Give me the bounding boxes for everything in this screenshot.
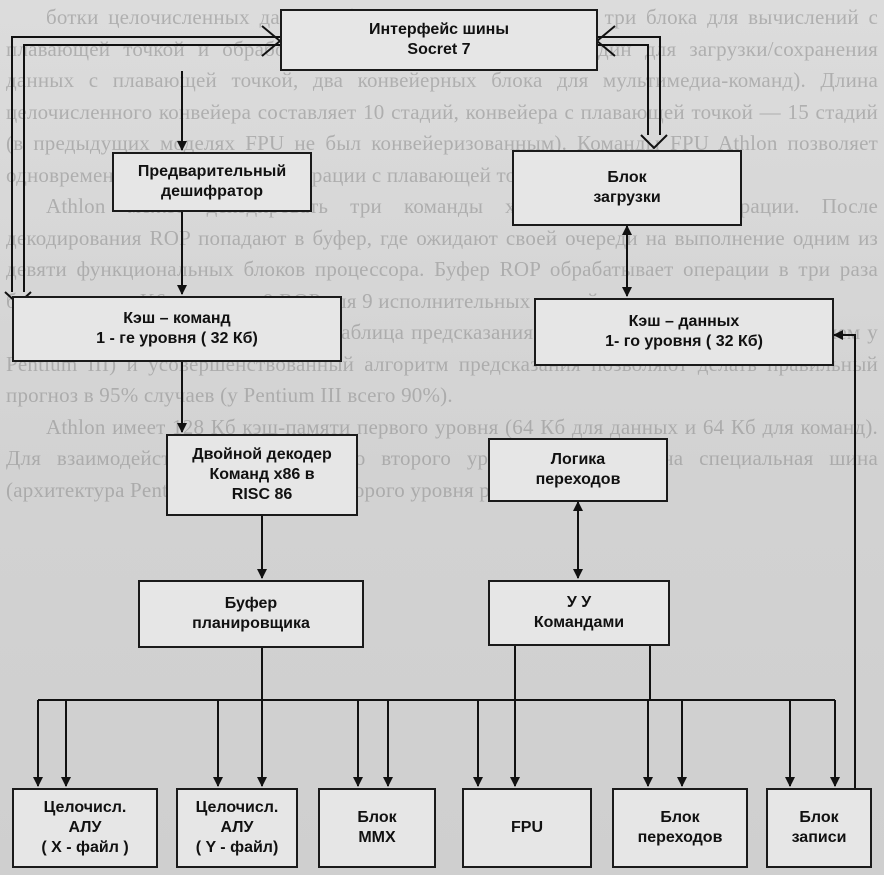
branch-unit-box: Блок переходов [612,788,748,868]
mmx-label: Блок MMX [357,809,397,846]
branch-logic-box: Логика переходов [488,438,668,502]
load-unit-label: Блок загрузки [593,169,661,206]
socket7-interface-label: Интерфейс шины Socret 7 [368,21,510,58]
alu-y-label: Целочисл. АЛУ ( Y - файл) [195,799,279,856]
branch-unit-label: Блок переходов [637,809,723,846]
dual-decoder-label: Двойной декодер Команд x86 в RISC 86 [192,446,332,503]
scheduler-buffer-box: Буфер планировщика [138,580,364,648]
predecoder-box: Предварительный дешифратор [112,152,312,212]
control-unit-box: У У Командами [488,580,670,646]
alu-x-label: Целочисл. АЛУ ( X - файл ) [41,799,129,856]
store-unit-label: Блок записи [791,809,847,846]
fpu-label: FPU [511,819,543,836]
dcache-label: Кэш – данных 1- го уровня ( 32 Кб) [605,313,763,350]
predecoder-label: Предварительный дешифратор [137,163,287,200]
socket7-interface-box: Интерфейс шины Socret 7 [280,9,598,71]
icache-label: Кэш – команд 1 - ге уровня ( 32 Кб) [96,310,258,347]
store-to-dcache-arrow [833,330,856,790]
control-unit-label: У У Командами [533,594,625,631]
load-unit-box: Блок загрузки [512,150,742,226]
fpu-box: FPU [462,788,592,868]
bus-to-load-unit-arrow [595,25,668,150]
branch-logic-label: Логика переходов [535,451,621,488]
dcache-box: Кэш – данных 1- го уровня ( 32 Кб) [534,298,834,366]
store-unit-box: Блок записи [766,788,872,868]
mmx-box: Блок MMX [318,788,436,868]
dual-decoder-box: Двойной декодер Команд x86 в RISC 86 [166,434,358,516]
scheduler-buffer-label: Буфер планировщика [192,595,310,632]
alu-x-box: Целочисл. АЛУ ( X - файл ) [12,788,158,868]
alu-y-box: Целочисл. АЛУ ( Y - файл) [176,788,298,868]
icache-box: Кэш – команд 1 - ге уровня ( 32 Кб) [12,296,342,362]
